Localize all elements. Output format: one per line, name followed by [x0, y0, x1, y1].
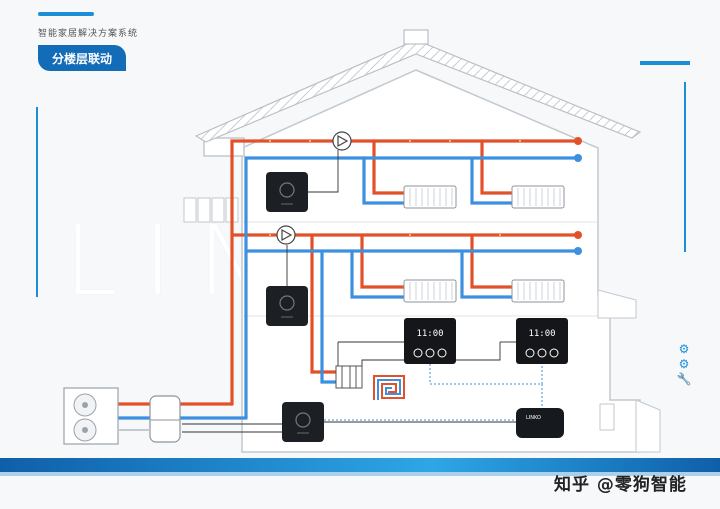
- stairs-right: [597, 289, 661, 453]
- zone-controller-middle: [266, 286, 308, 326]
- house-outline: [203, 69, 641, 453]
- ground-band-shadow: [0, 472, 720, 476]
- deco-line-right: [684, 82, 686, 252]
- deco-bar-top-right: [640, 61, 690, 65]
- smart-gateway: LINKO: [516, 408, 564, 438]
- radiator-units: [403, 185, 565, 303]
- settings-icon: ⚙: [678, 357, 690, 371]
- windows-right: [599, 403, 615, 431]
- deco-line-left: [36, 107, 38, 297]
- zone-controller-upper: [266, 172, 308, 212]
- thermostat-left-display: 11:00: [416, 329, 443, 339]
- manifold: [335, 365, 363, 389]
- floor-heating-coil: [373, 375, 405, 400]
- brand-accent-line: [38, 12, 94, 16]
- footer-source-credit: 知乎 @零狗智能: [554, 475, 687, 495]
- side-icon-group: ⚙ ⚙ 🔧: [676, 342, 692, 387]
- section-title-badge: 分楼层联动: [38, 45, 126, 71]
- circulation-pump-lower: [276, 225, 296, 245]
- brand-text: 智能家居解决方案系统: [38, 29, 139, 39]
- heat-pump-outdoor-unit: [63, 387, 119, 445]
- thermostat-right: 11:00: [516, 318, 568, 364]
- gateway-brand-label: LINKO: [526, 415, 541, 421]
- roof: [194, 29, 642, 143]
- ground-band: [0, 458, 720, 472]
- thermostat-right-display: 11:00: [528, 329, 555, 339]
- wrench-icon: 🔧: [676, 372, 692, 386]
- circulation-pump-upper: [332, 131, 352, 151]
- settings-icon: ⚙: [678, 342, 690, 356]
- pipe-end-caps: [574, 137, 582, 255]
- pipe-dot-texture: [269, 140, 521, 236]
- main-controller-ground: [282, 402, 324, 442]
- buffer-tank: [149, 395, 181, 443]
- radiator-fins: [409, 188, 561, 300]
- wireless-signal-lines: [324, 364, 543, 421]
- windows-left: [183, 197, 239, 223]
- thermostat-left: 11:00: [404, 318, 456, 364]
